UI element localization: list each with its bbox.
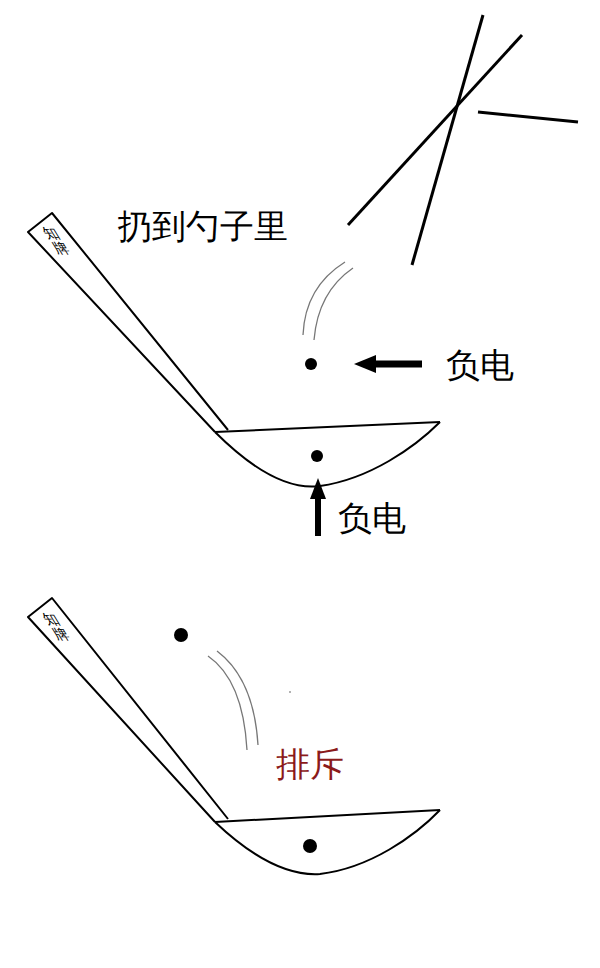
arrow-shaft <box>372 361 422 368</box>
charge-dot <box>303 839 317 853</box>
chopstick <box>348 35 522 225</box>
watermark-label: 知牌 <box>40 612 73 643</box>
motion-line <box>217 651 258 745</box>
watermark-label: 知牌 <box>40 226 73 257</box>
charge-dot <box>174 628 188 642</box>
spoon-rim <box>215 810 440 822</box>
motion-line <box>208 656 247 750</box>
charge-label: 负电 <box>446 347 514 384</box>
spoon-bowl <box>215 810 440 874</box>
instruction-label: 扔到勺子里 <box>118 208 288 245</box>
effect-label: 排斥 <box>276 746 344 783</box>
spoon-bowl <box>215 422 440 487</box>
chopstick <box>412 15 483 265</box>
arrow-head <box>354 355 376 373</box>
speck <box>289 691 291 693</box>
motion-line <box>303 262 345 335</box>
spoon-rim <box>215 422 440 432</box>
charge-dot <box>311 450 323 462</box>
spoon-handle <box>28 598 228 822</box>
charge-dot <box>305 358 317 370</box>
spoon-handle <box>28 213 228 432</box>
chopstick-stroke <box>478 112 578 122</box>
charge-label: 负电 <box>338 500 406 537</box>
arrow-shaft <box>315 496 321 536</box>
motion-line <box>314 268 353 340</box>
arrow-head <box>310 478 326 499</box>
